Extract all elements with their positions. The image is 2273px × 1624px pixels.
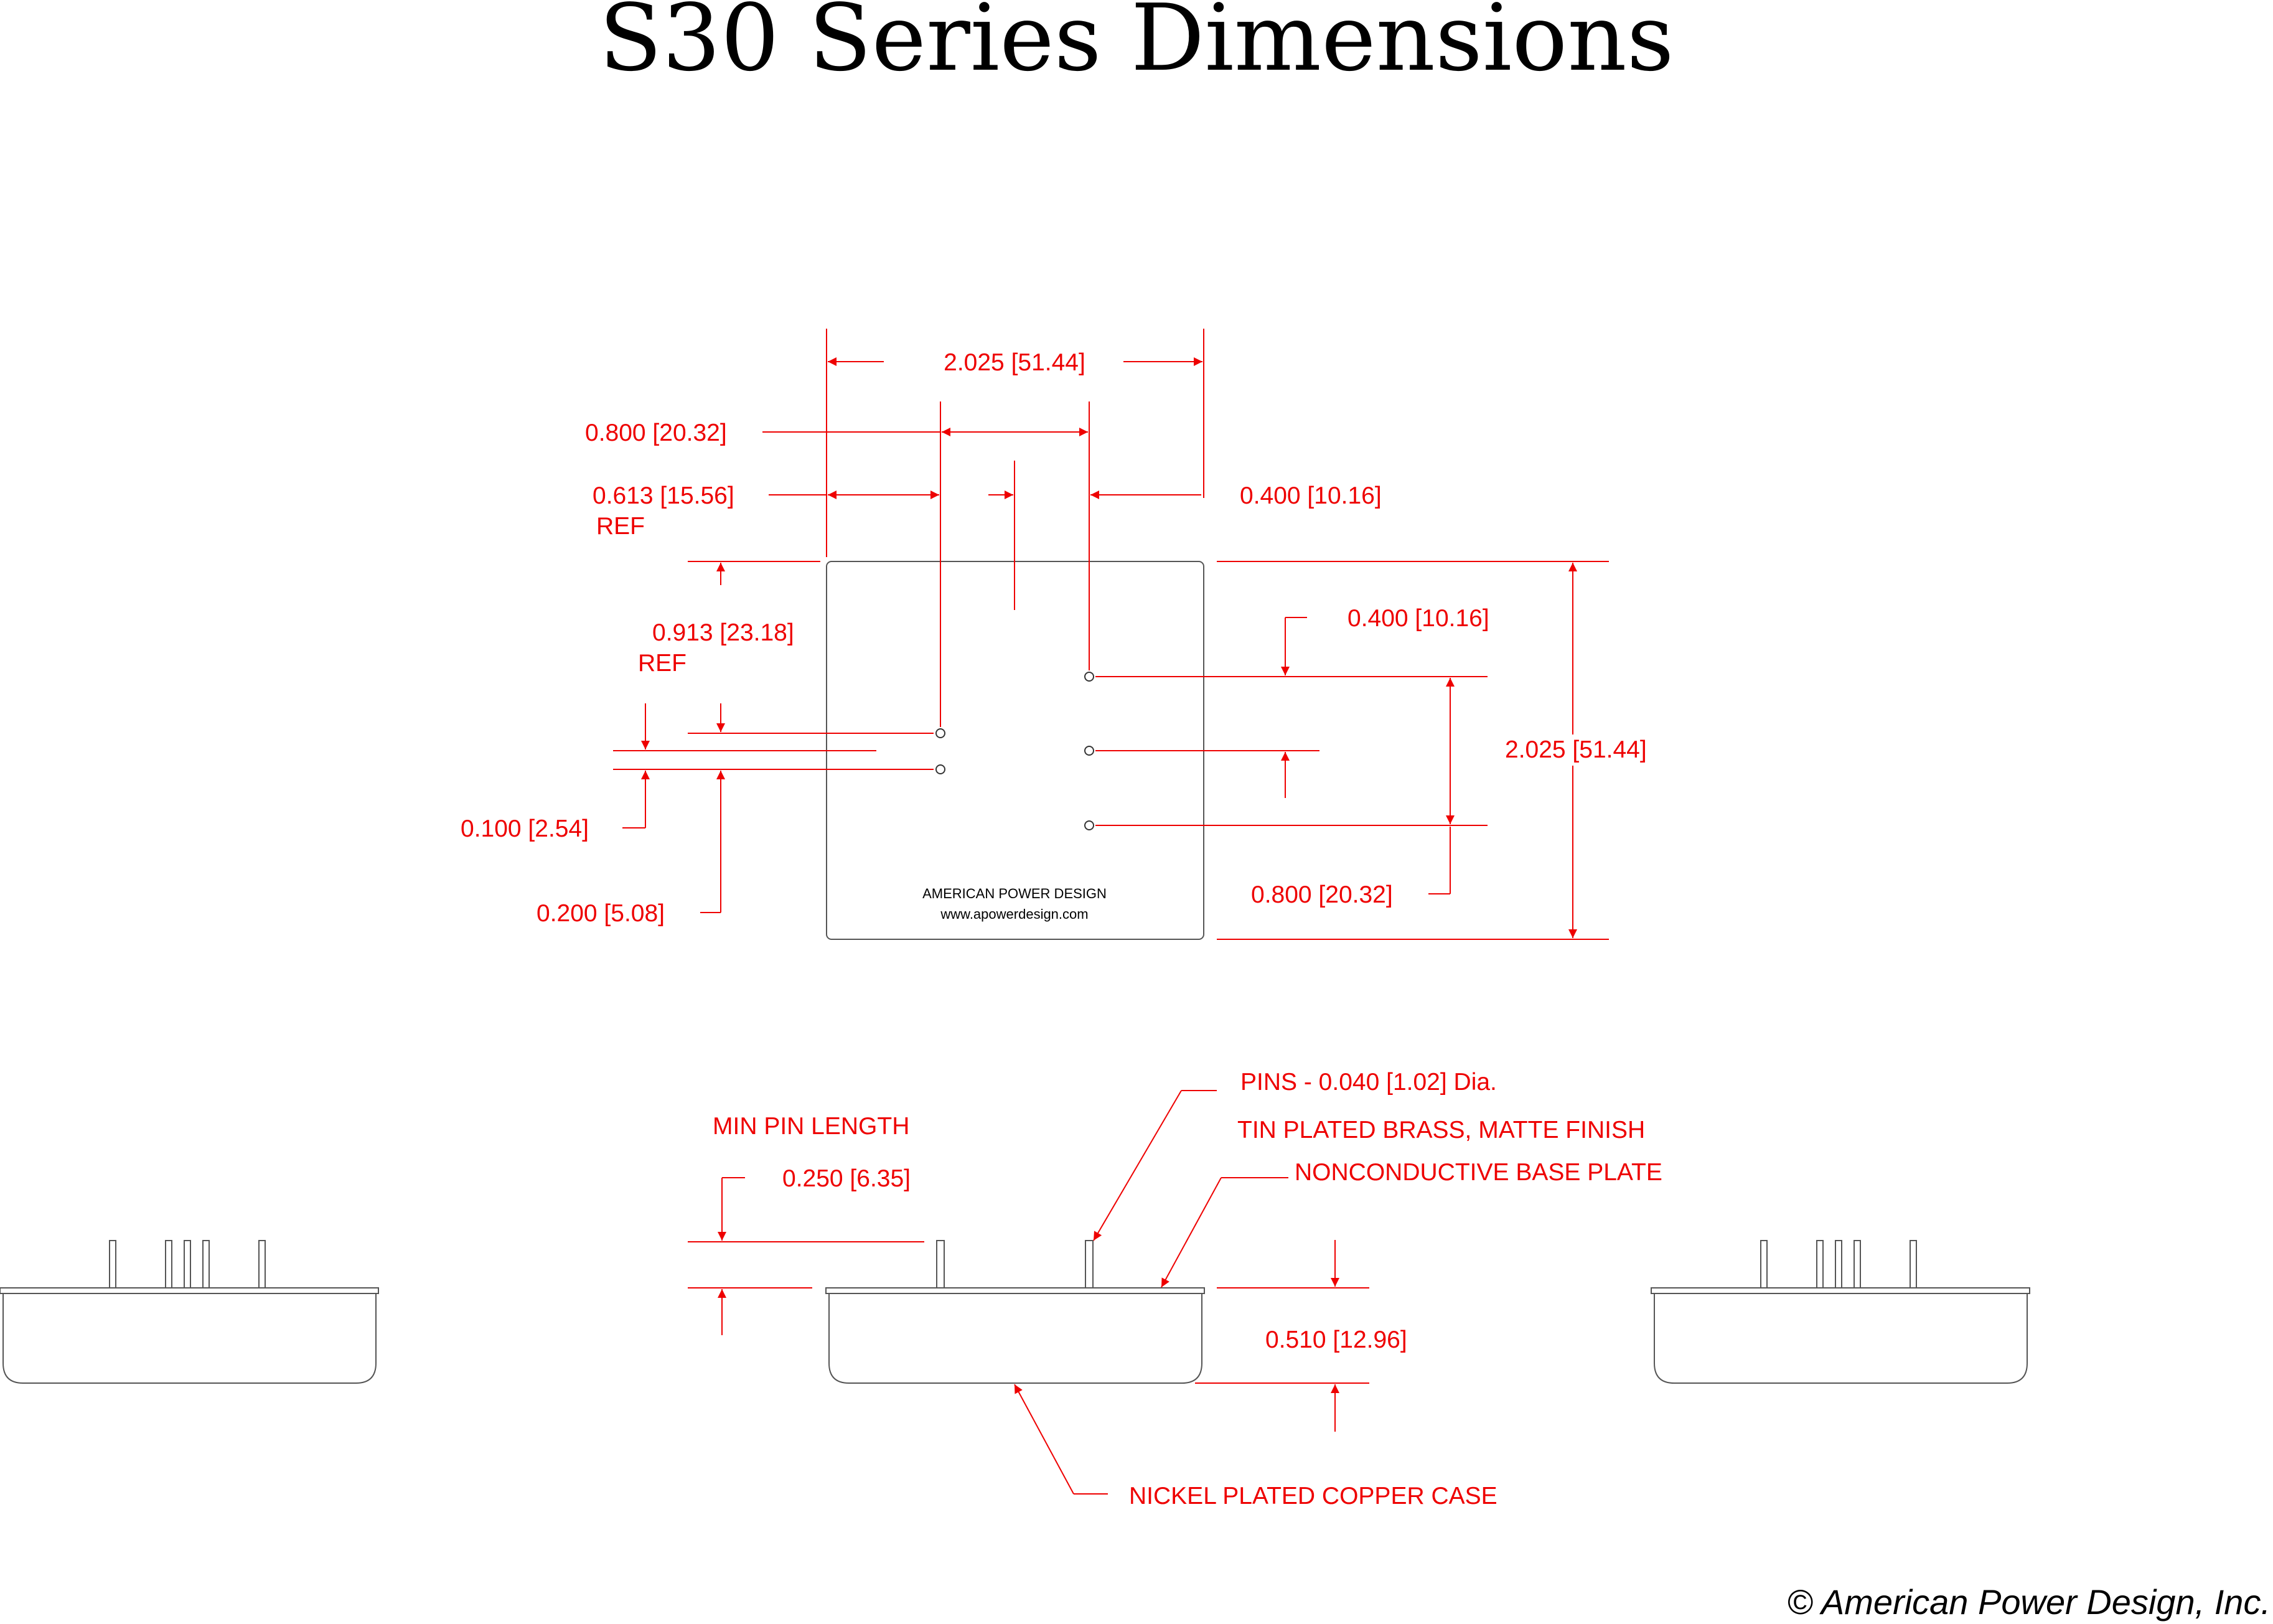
module-website-label: www.apowerdesign.com [940,906,1088,922]
top-view-dimension-lines [613,329,1609,940]
dim-overall-height: 2.025 [51.44] [1505,736,1647,763]
pins-note: PINS - 0.040 [1.02] Dia. [1240,1069,1497,1096]
dim-ref-left: 0.613 [15.56] [593,482,734,509]
pin-hole [1084,672,1094,682]
dim-overall-width: 2.025 [51.44] [944,349,1085,376]
copper-case [828,1293,1202,1384]
pin-hole [1084,746,1094,756]
top-view: AMERICAN POWER DESIGN www.apowerdesign.c… [826,561,1204,940]
side-view-center [825,1240,1205,1384]
dim-bottom-offset: 0.200 [5.08] [537,900,665,927]
pin-hole [935,764,945,774]
dim-ref-vertical: 0.913 [23.18] [652,619,794,646]
height-dim: 0.510 [12.96] [1265,1326,1407,1353]
min-pin-length-label: MIN PIN LENGTH [713,1113,909,1140]
dim-ref-vertical-suffix: REF [638,650,687,677]
module-company-label: AMERICAN POWER DESIGN [922,886,1107,901]
dim-small-gap: 0.100 [2.54] [461,815,589,842]
base-plate [825,1287,1205,1294]
case-note: NICKEL PLATED COPPER CASE [1129,1483,1497,1509]
dim-ref-left-suffix: REF [596,513,645,540]
side-view-right [1651,1240,2030,1384]
side-view-left [0,1240,379,1384]
pin-material-note: TIN PLATED BRASS, MATTE FINISH [1237,1117,1645,1143]
min-pin-length-value: 0.250 [6.35] [782,1165,911,1192]
pin-hole [1084,820,1094,830]
base-plate-note: NONCONDUCTIVE BASE PLATE [1295,1159,1662,1186]
pin [1085,1240,1094,1288]
pin-hole [935,728,945,738]
dim-right-pin-offset: 0.400 [10.16] [1347,605,1489,632]
dim-right-offset: 0.400 [10.16] [1240,482,1382,509]
dim-pin-spacing-top: 0.800 [20.32] [585,420,727,446]
side-view-dimension-lines [688,1090,1369,1495]
dim-right-pin-spacing: 0.800 [20.32] [1251,881,1393,908]
copyright: © American Power Design, Inc. [1787,1582,2271,1622]
page-title: S30 Series Dimensions [599,0,1674,92]
pin [936,1240,945,1288]
